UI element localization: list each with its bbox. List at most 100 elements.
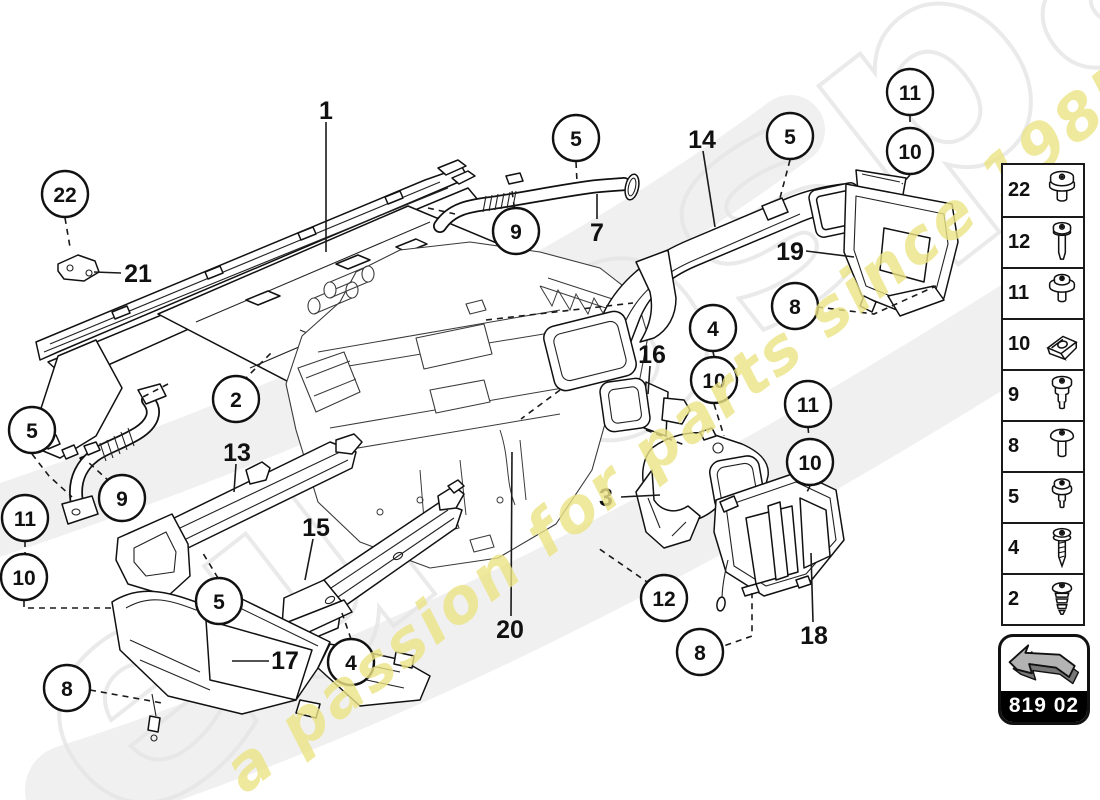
- svg-text:10: 10: [898, 141, 921, 164]
- svg-text:13: 13: [223, 439, 251, 467]
- leader-lines: [23, 116, 937, 704]
- callout-4: 4: [688, 303, 738, 353]
- svg-text:17: 17: [271, 647, 299, 675]
- svg-text:5: 5: [784, 126, 796, 149]
- dome-screw-icon: [1049, 428, 1075, 457]
- svg-text:9: 9: [116, 488, 128, 511]
- callout-10: 10: [785, 437, 835, 487]
- callout-5: 5: [194, 576, 244, 626]
- svg-text:8: 8: [61, 678, 73, 701]
- leader-line: [510, 451, 513, 617]
- clip-nut-icon: [1046, 335, 1078, 360]
- part-group-box: 819 02: [998, 634, 1090, 725]
- callout-11: 11: [885, 67, 935, 117]
- legend-item-22: 22: [1003, 165, 1083, 216]
- svg-text:5: 5: [213, 591, 225, 614]
- legend-item-4: 4: [1003, 522, 1083, 573]
- leader-line-dashed: [427, 207, 456, 215]
- leader-line-dashed: [87, 461, 111, 483]
- leader-line-dashed: [242, 349, 275, 382]
- legend-item-12: 12: [1003, 216, 1083, 267]
- callout-17: 17: [271, 647, 299, 675]
- callout-4: 4: [326, 637, 376, 687]
- svg-text:11: 11: [797, 394, 820, 417]
- legend-item-5: 5: [1003, 471, 1083, 522]
- leader-line: [805, 250, 855, 258]
- leader-line-dashed: [645, 429, 688, 447]
- svg-text:9: 9: [510, 221, 522, 244]
- ribbed-rivet-icon: [1051, 581, 1073, 615]
- svg-text:11: 11: [14, 508, 37, 531]
- callout-21: 21: [124, 260, 152, 288]
- legend-part-number: 9: [1008, 384, 1020, 406]
- svg-text:4: 4: [707, 318, 719, 341]
- svg-text:2: 2: [230, 389, 242, 412]
- callout-19: 19: [776, 238, 804, 266]
- part-flex-hose-upper: [433, 172, 640, 233]
- svg-text:3: 3: [599, 484, 613, 512]
- callout-12: 12: [639, 573, 689, 623]
- svg-text:18: 18: [800, 622, 828, 650]
- callout-10: 10: [689, 355, 739, 405]
- callout-20: 20: [496, 616, 524, 644]
- svg-text:11: 11: [899, 82, 922, 105]
- leader-line-dashed: [341, 612, 352, 640]
- leader-line-dashed: [520, 389, 561, 420]
- callout-16: 16: [638, 341, 666, 369]
- svg-text:5: 5: [26, 420, 38, 443]
- svg-text:16: 16: [638, 341, 666, 369]
- leader-line-dashed: [485, 302, 634, 321]
- svg-text:15: 15: [302, 514, 330, 542]
- svg-text:19: 19: [776, 238, 804, 266]
- leader-line: [233, 463, 237, 493]
- svg-text:7: 7: [590, 219, 604, 247]
- leader-line-dashed: [23, 601, 112, 609]
- callout-1: 1: [319, 97, 333, 125]
- leader-line-dashed: [89, 689, 163, 704]
- callout-10: 10: [0, 552, 49, 602]
- svg-text:8: 8: [789, 296, 801, 319]
- callout-8: 8: [675, 627, 725, 677]
- leader-line: [93, 271, 122, 274]
- svg-text:21: 21: [124, 260, 152, 288]
- callout-11: 11: [0, 493, 50, 543]
- legend-item-2: 2: [1003, 573, 1083, 624]
- svg-text:10: 10: [702, 370, 725, 393]
- legend-part-number: 22: [1008, 179, 1031, 201]
- leader-line-dashed: [31, 453, 73, 498]
- svg-text:5: 5: [570, 128, 582, 151]
- callout-numbers: 1217141916131517203182259511108410111025…: [0, 67, 935, 713]
- callout-15: 15: [302, 514, 330, 542]
- svg-text:10: 10: [12, 567, 35, 590]
- callout-7: 7: [590, 219, 604, 247]
- svg-text:8: 8: [694, 642, 706, 665]
- callout-5: 5: [7, 405, 57, 455]
- callout-5: 5: [765, 111, 815, 161]
- leader-line-dashed: [816, 285, 937, 315]
- leader-line: [702, 150, 716, 228]
- tapping-screw-icon: [1052, 527, 1072, 567]
- legend-part-number: 10: [1008, 333, 1031, 355]
- callout-9: 9: [97, 473, 147, 523]
- callout-14: 14: [688, 126, 716, 154]
- legend-part-number: 2: [1008, 588, 1020, 610]
- part-group-code: 819 02: [1001, 691, 1087, 722]
- leader-line-dashed: [901, 174, 911, 185]
- short-flange-screw-icon: [1051, 477, 1073, 508]
- callout-13: 13: [223, 439, 251, 467]
- diagram-artwork: [33, 159, 959, 742]
- leader-line-dashed: [64, 217, 71, 248]
- legend-item-8: 8: [1003, 420, 1083, 471]
- legend-item-9: 9: [1003, 369, 1083, 420]
- legend-part-number: 11: [1008, 282, 1030, 304]
- legend-part-number: 5: [1008, 486, 1020, 508]
- leader-line: [620, 494, 661, 498]
- callout-10: 10: [885, 126, 935, 176]
- callout-3: 3: [599, 484, 613, 512]
- legend-item-10: 10: [1003, 318, 1083, 369]
- svg-text:22: 22: [53, 184, 76, 207]
- callout-18: 18: [800, 622, 828, 650]
- part-flex-hose-lower: [61, 383, 167, 525]
